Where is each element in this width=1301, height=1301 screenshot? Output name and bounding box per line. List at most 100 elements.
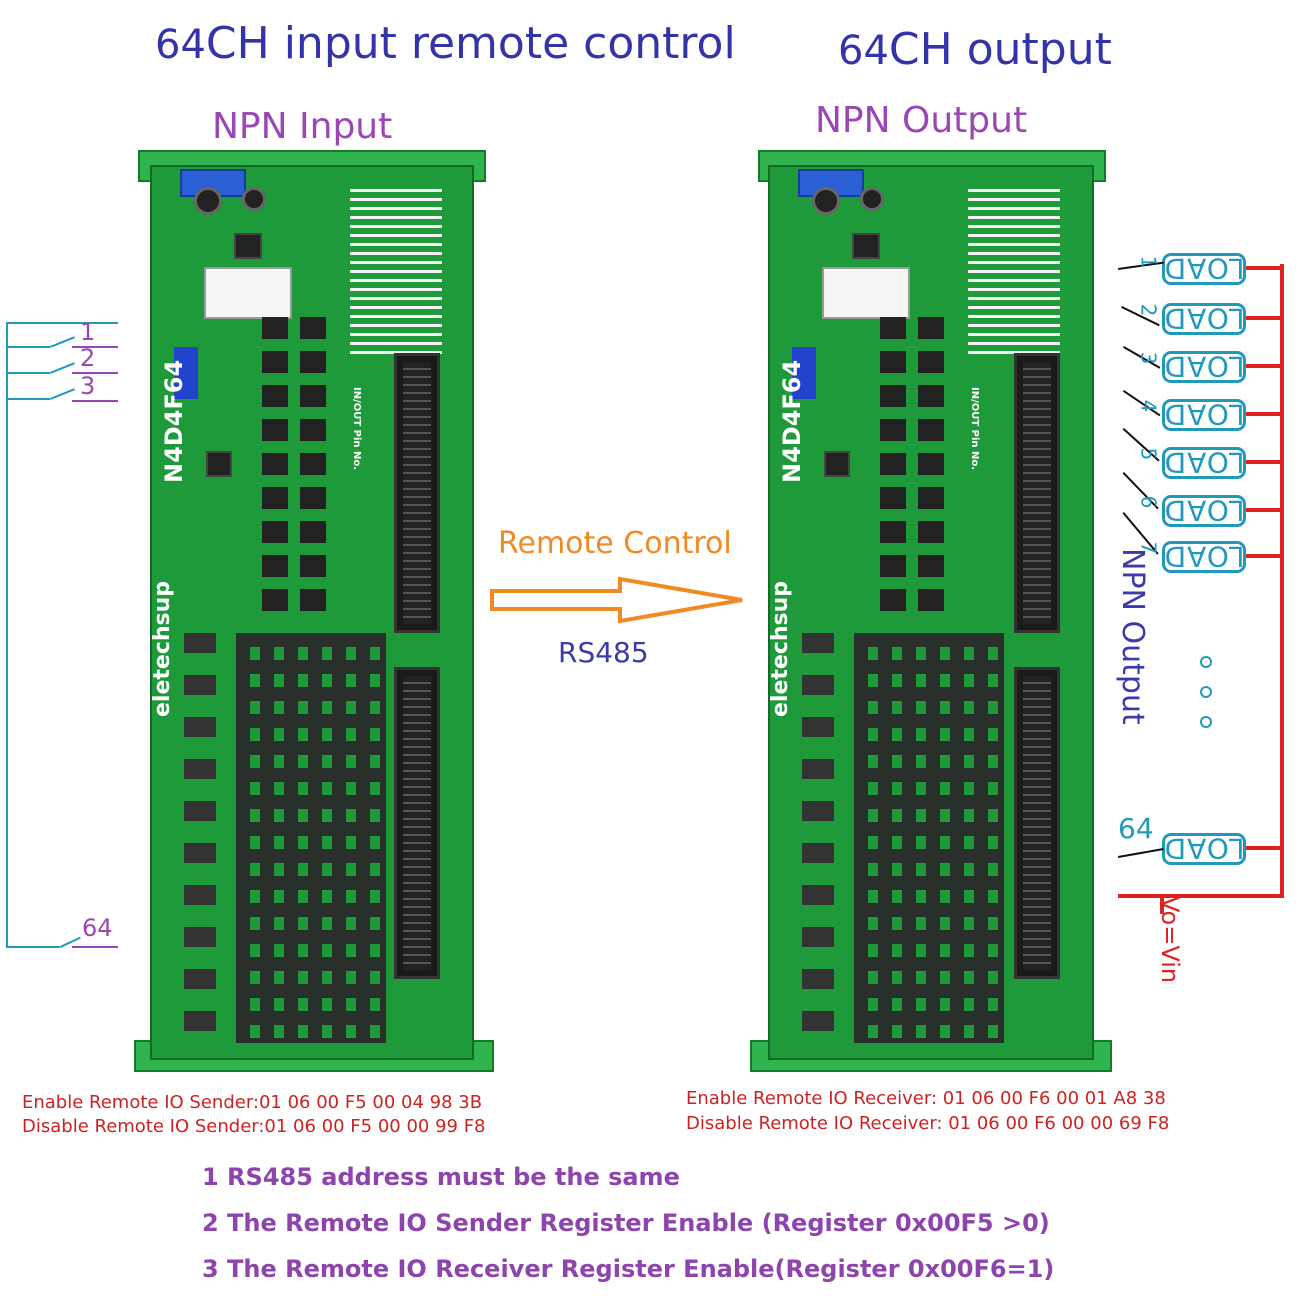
load-6-number: 6: [1136, 495, 1161, 509]
input-header-top: [394, 353, 440, 633]
supply-drop: [1160, 894, 1164, 914]
input-smd-grid: [236, 633, 386, 1043]
page-title-right: 64CH output: [838, 24, 1112, 75]
title-right-number: 64: [838, 28, 889, 74]
supply-rail-bottom: [1118, 894, 1284, 898]
input-capacitor-2: [242, 187, 266, 211]
supply-rail-vertical: [1280, 264, 1284, 896]
input-chip-column-a: [262, 317, 288, 617]
input-mcu: [206, 451, 232, 477]
output-smd-grid: [854, 633, 1004, 1043]
input-dip-switch: [174, 347, 198, 399]
load-64-number: 64: [1118, 812, 1154, 845]
output-inductor: [852, 233, 880, 259]
page-title: 64CH input remote control: [155, 18, 736, 69]
load-7-wire: [1246, 554, 1282, 558]
input-channel-3-underline: [72, 400, 118, 402]
note-1: 1 RS485 address must be the same: [202, 1163, 680, 1191]
title-right-text: CH output: [888, 24, 1112, 75]
load-3: LOAD: [1162, 350, 1246, 384]
title-left-text: CH input remote control: [205, 18, 736, 69]
input-board-pcb: N4D4F64 eletechsup IN/OUT Pin No.: [150, 165, 474, 1060]
input-opto-column: [184, 633, 216, 1043]
output-mcu: [824, 451, 850, 477]
output-header-bottom: [1014, 667, 1060, 979]
output-capacitor-2: [860, 187, 884, 211]
note-2: 2 The Remote IO Sender Register Enable (…: [202, 1209, 1050, 1237]
output-capacitor: [812, 187, 840, 215]
input-capacitor: [194, 187, 222, 215]
receiver-enable-command: Enable Remote IO Receiver: 01 06 00 F6 0…: [686, 1088, 1166, 1109]
remote-control-label: Remote Control: [498, 526, 732, 561]
note-3: 3 The Remote IO Receiver Register Enable…: [202, 1255, 1055, 1283]
input-wire-3: [6, 372, 50, 374]
sender-disable-command: Disable Remote IO Sender:01 06 00 F5 00 …: [22, 1116, 486, 1137]
output-chip-column-b: [918, 317, 944, 617]
output-board-label: NPN Output: [815, 100, 1028, 141]
input-channel-1: 1: [80, 318, 96, 346]
output-rs485-module: [822, 267, 910, 319]
load-4-wire: [1246, 412, 1282, 416]
input-wire-4: [6, 398, 50, 400]
load-3-number: 3: [1136, 351, 1161, 365]
input-common-wire: [6, 322, 8, 947]
load-64-wire: [1246, 846, 1282, 850]
input-pin-label: IN/OUT Pin No.: [351, 387, 362, 471]
load-5-number: 5: [1136, 447, 1161, 461]
input-channel-1-underline: [72, 346, 118, 348]
title-left-number: 64: [155, 22, 206, 68]
receiver-disable-command: Disable Remote IO Receiver: 01 06 00 F6 …: [686, 1113, 1170, 1134]
input-brand-text: eletechsup: [150, 580, 175, 717]
input-channel-64: 64: [82, 914, 113, 942]
input-board-label: NPN Input: [212, 106, 393, 147]
remote-control-arrow: [490, 576, 743, 624]
input-inductor: [234, 233, 262, 259]
input-channel-3: 3: [80, 372, 96, 400]
load-ellipsis: [1200, 652, 1216, 728]
load-2: LOAD: [1162, 302, 1246, 336]
input-switch-3: [50, 388, 75, 400]
output-dip-switch: [792, 347, 816, 399]
output-pin-label: IN/OUT Pin No.: [969, 387, 980, 471]
load-2-wire: [1246, 316, 1282, 320]
rs485-label: RS485: [558, 636, 649, 669]
input-rs485-module: [204, 267, 292, 319]
output-brand-text: eletechsup: [768, 580, 793, 717]
supply-label: Vo=Vin: [1156, 896, 1184, 984]
input-chip-column-b: [300, 317, 326, 617]
load-5-wire: [1246, 460, 1282, 464]
load-4: LOAD: [1162, 398, 1246, 432]
output-led-array: [968, 189, 1060, 359]
load-64-switch: [1118, 848, 1164, 858]
input-channel-2-underline: [72, 372, 118, 374]
output-header-top: [1014, 353, 1060, 633]
input-header-bottom: [394, 667, 440, 979]
load-64: LOAD: [1162, 832, 1246, 866]
load-6-wire: [1246, 508, 1282, 512]
sender-enable-command: Enable Remote IO Sender:01 06 00 F5 00 0…: [22, 1092, 483, 1113]
input-wire-64: [6, 946, 60, 948]
load-7: LOAD: [1162, 540, 1246, 574]
output-model-text: N4D4F64: [778, 359, 806, 483]
ellipsis-dot: [1200, 656, 1212, 668]
load-1-wire: [1246, 266, 1282, 270]
output-chip-column-a: [880, 317, 906, 617]
output-board-pcb: N4D4F64 eletechsup IN/OUT Pin No.: [768, 165, 1094, 1060]
input-top-wire: [6, 322, 118, 324]
load-4-number: 4: [1136, 399, 1161, 413]
ellipsis-dot: [1200, 686, 1212, 698]
load-5: LOAD: [1162, 446, 1246, 480]
input-channel-2: 2: [80, 344, 96, 372]
input-led-array: [350, 189, 442, 359]
input-channel-64-underline: [72, 946, 118, 948]
input-wire-2: [6, 346, 50, 348]
load-2-number: 2: [1136, 303, 1161, 317]
output-opto-column: [802, 633, 834, 1043]
input-model-text: N4D4F64: [160, 359, 188, 483]
load-3-wire: [1246, 364, 1282, 368]
load-1: LOAD: [1162, 252, 1246, 286]
load-6: LOAD: [1162, 494, 1246, 528]
ellipsis-dot: [1200, 716, 1212, 728]
load-1-number: 1: [1136, 255, 1161, 269]
npn-output-side-label: NPN Output: [1115, 548, 1150, 725]
